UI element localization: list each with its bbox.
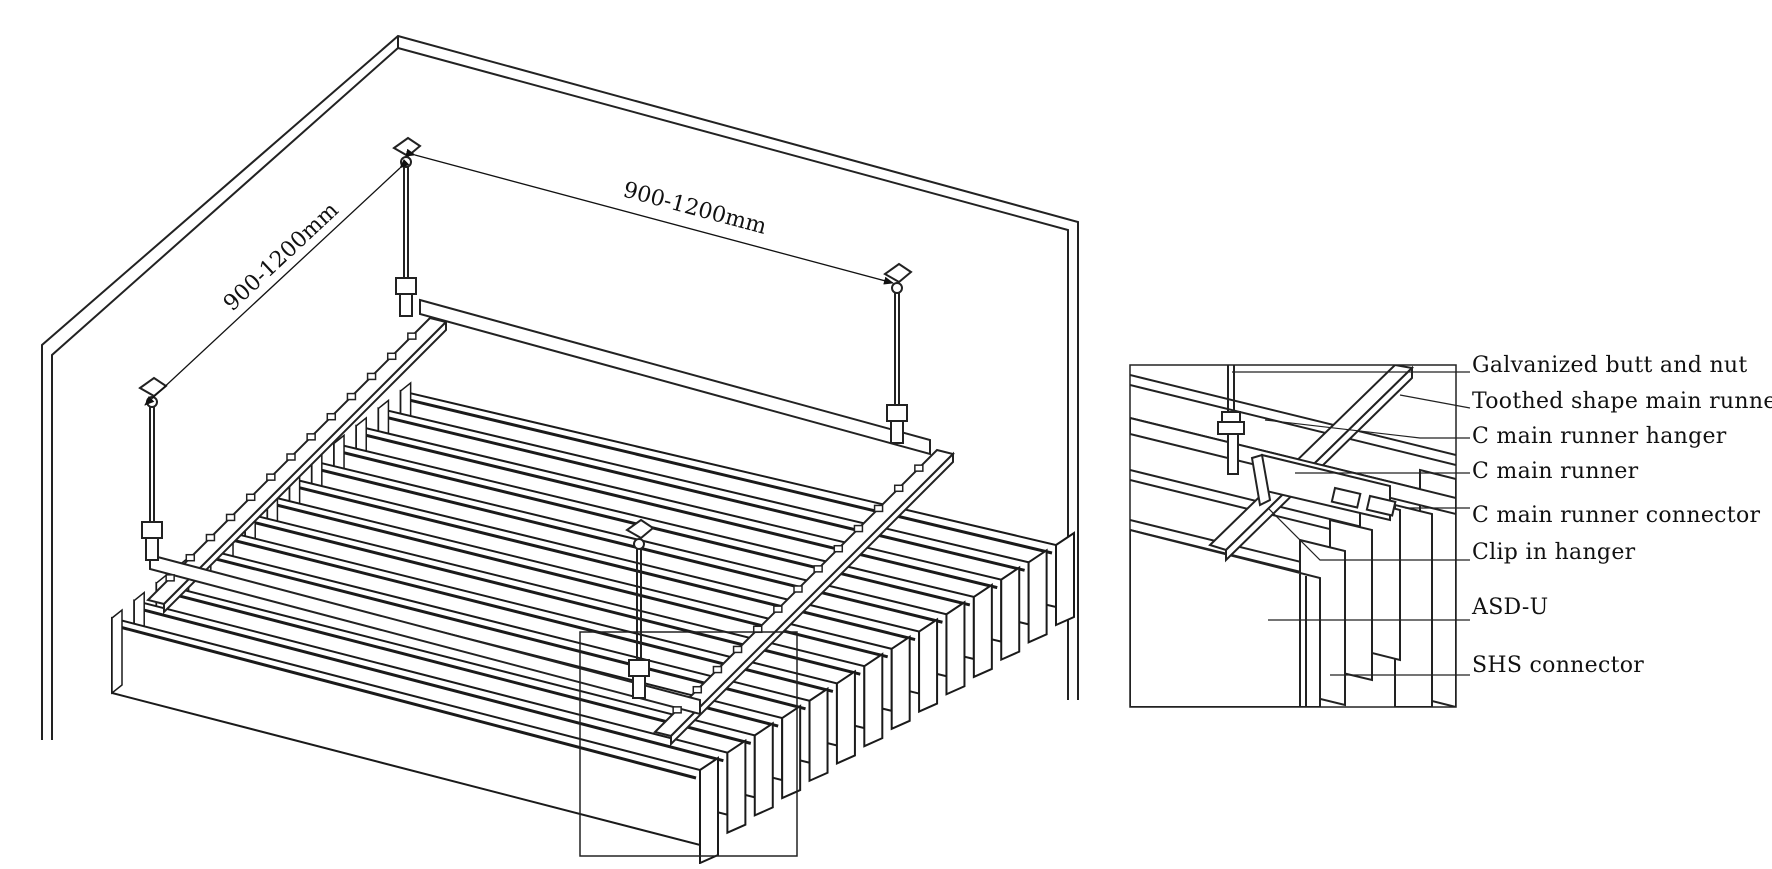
- runner-tooth: [165, 574, 175, 582]
- runner-tooth: [205, 533, 216, 542]
- label-c-main-runner-connector: C main runner connector: [1472, 503, 1760, 528]
- label-galvanized-butt-and-nut: Galvanized butt and nut: [1472, 353, 1748, 378]
- runner-tooth: [692, 685, 703, 694]
- detail-panels: [1130, 468, 1456, 707]
- runner-tooth: [286, 453, 296, 461]
- detail-hanger: [1217, 365, 1272, 507]
- component-labels: Galvanized butt and nut Toothed shape ma…: [1471, 353, 1772, 678]
- runner-tooth: [853, 524, 864, 533]
- dimension-lines: [144, 148, 894, 406]
- c-main-runner-bottom: [149, 553, 701, 716]
- label-clip-in-hanger: Clip in hanger: [1472, 540, 1636, 565]
- runner-tooth: [732, 645, 743, 654]
- hanger-rod: [625, 518, 655, 699]
- hanger-rod: [138, 376, 168, 561]
- runner-tooth: [813, 565, 823, 573]
- runner-tooth: [833, 544, 844, 553]
- runner-tooth: [185, 553, 196, 562]
- detail-connector: [1261, 453, 1397, 522]
- aluminium-baffle-panels: [111, 381, 1075, 865]
- runner-tooth: [893, 484, 904, 493]
- detail-view: [1129, 364, 1457, 708]
- label-toothed-shape-main-runner: Toothed shape main runner: [1472, 389, 1772, 414]
- runner-tooth: [245, 493, 256, 502]
- detail-frame: [1129, 364, 1457, 708]
- runner-tooth: [712, 665, 723, 674]
- runner-tooth: [326, 412, 337, 421]
- runner-tooth: [407, 332, 417, 340]
- runner-tooth: [266, 473, 276, 481]
- detail-highlight-box: [579, 631, 798, 857]
- label-c-main-runner-hanger: C main runner hanger: [1472, 424, 1727, 449]
- runner-tooth: [386, 352, 397, 361]
- runner-tooth: [672, 706, 682, 714]
- c-main-runner-top: [419, 298, 931, 456]
- runner-tooth: [306, 433, 316, 441]
- hanger-rod: [392, 136, 422, 317]
- runner-tooth: [773, 605, 783, 613]
- label-shs-connector: SHS connector: [1472, 653, 1644, 678]
- toothed-main-runner-right: [653, 448, 955, 747]
- runner-tooth: [873, 504, 884, 513]
- runner-tooth: [346, 392, 357, 401]
- runner-tooth: [914, 464, 924, 472]
- leader-lines: [1232, 371, 1471, 676]
- runner-tooth: [793, 585, 803, 593]
- baffle-panel: [111, 608, 719, 865]
- room-walls: [41, 34, 1079, 740]
- runner-tooth: [366, 372, 377, 381]
- label-asd-u: ASD-U: [1471, 595, 1548, 620]
- runner-tooth: [225, 513, 236, 522]
- hanger-rod: [883, 262, 913, 444]
- dimension-diagonal: 900-1200mm: [219, 198, 344, 317]
- label-c-main-runner: C main runner: [1472, 459, 1639, 484]
